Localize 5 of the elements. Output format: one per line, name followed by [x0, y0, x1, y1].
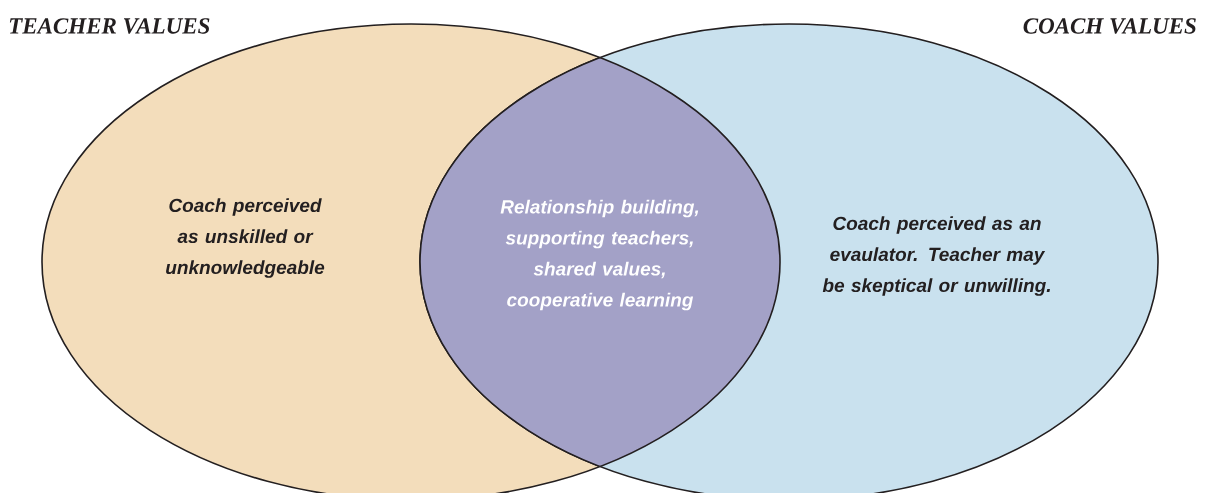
venn-heading: COACH VALUES	[1023, 18, 1196, 34]
venn-label: Coach perceived as an evaulator. Teacher may be skeptical or unwilling.	[822, 216, 1050, 296]
venn-label: Coach perceived as unskilled or unknowledgeable	[166, 198, 325, 278]
venn-heading: TEACHER VALUES	[9, 18, 210, 34]
venn-label: Relationship building, supporting teachers, shared values, cooperative learning	[500, 199, 699, 311]
